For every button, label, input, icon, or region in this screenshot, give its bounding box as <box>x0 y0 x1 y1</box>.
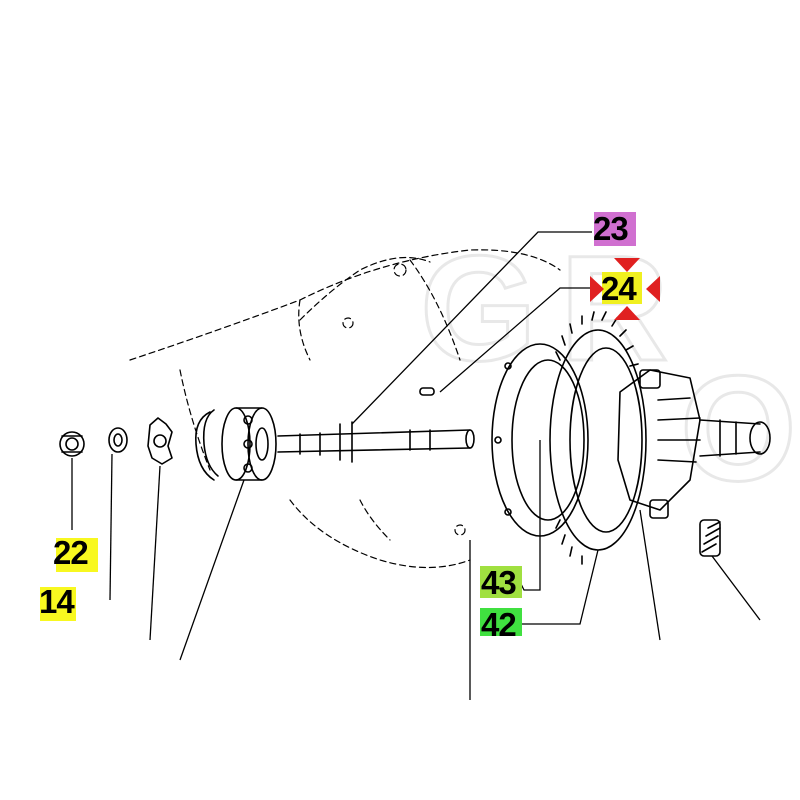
leader-spring <box>711 555 761 621</box>
part-pin[interactable] <box>419 387 435 396</box>
callout-24-selected[interactable]: 24 <box>601 270 637 307</box>
callout-highlight-23 <box>594 212 636 246</box>
part-star-washer[interactable] <box>147 417 173 465</box>
selector-arrow-right-icon <box>590 276 604 302</box>
part-22-nut[interactable] <box>59 431 85 457</box>
leader-lines <box>71 231 761 700</box>
housing-outline <box>129 249 561 569</box>
callout-highlight-42 <box>480 608 522 636</box>
callout-14[interactable]: 14 <box>39 583 75 620</box>
callout-23[interactable]: 23 <box>593 210 629 247</box>
svg-text:G: G <box>420 224 537 392</box>
callout-highlights <box>40 212 642 636</box>
callout-highlight-14 <box>40 587 76 621</box>
callout-22[interactable]: 22 <box>53 534 89 571</box>
part-14-washer[interactable] <box>108 427 128 453</box>
part-bearing[interactable] <box>221 407 277 481</box>
leader-14 <box>109 453 113 601</box>
callout-highlight-22 <box>56 538 98 572</box>
leader-24 <box>439 287 592 393</box>
callout-highlight-24 <box>602 272 642 304</box>
selector-arrow-down-icon <box>614 258 640 272</box>
selector-arrow-up-icon <box>614 306 640 320</box>
leader-diff <box>639 509 661 641</box>
leader-23 <box>351 231 592 425</box>
leader-star <box>149 465 161 641</box>
leader-bearing <box>179 479 245 661</box>
part-43-differential[interactable] <box>617 369 771 519</box>
part-spring[interactable] <box>699 519 721 557</box>
part-shaft[interactable] <box>277 421 475 463</box>
brand-logo-watermark: G R O <box>419 223 799 514</box>
callout-43[interactable]: 43 <box>481 564 517 601</box>
part-circlip[interactable] <box>194 409 219 481</box>
leader-42 <box>520 549 599 625</box>
callout-42[interactable]: 42 <box>481 606 517 643</box>
svg-text:O: O <box>680 344 797 512</box>
selector-arrow-left-icon <box>646 276 660 302</box>
callout-highlight-43 <box>480 566 522 598</box>
